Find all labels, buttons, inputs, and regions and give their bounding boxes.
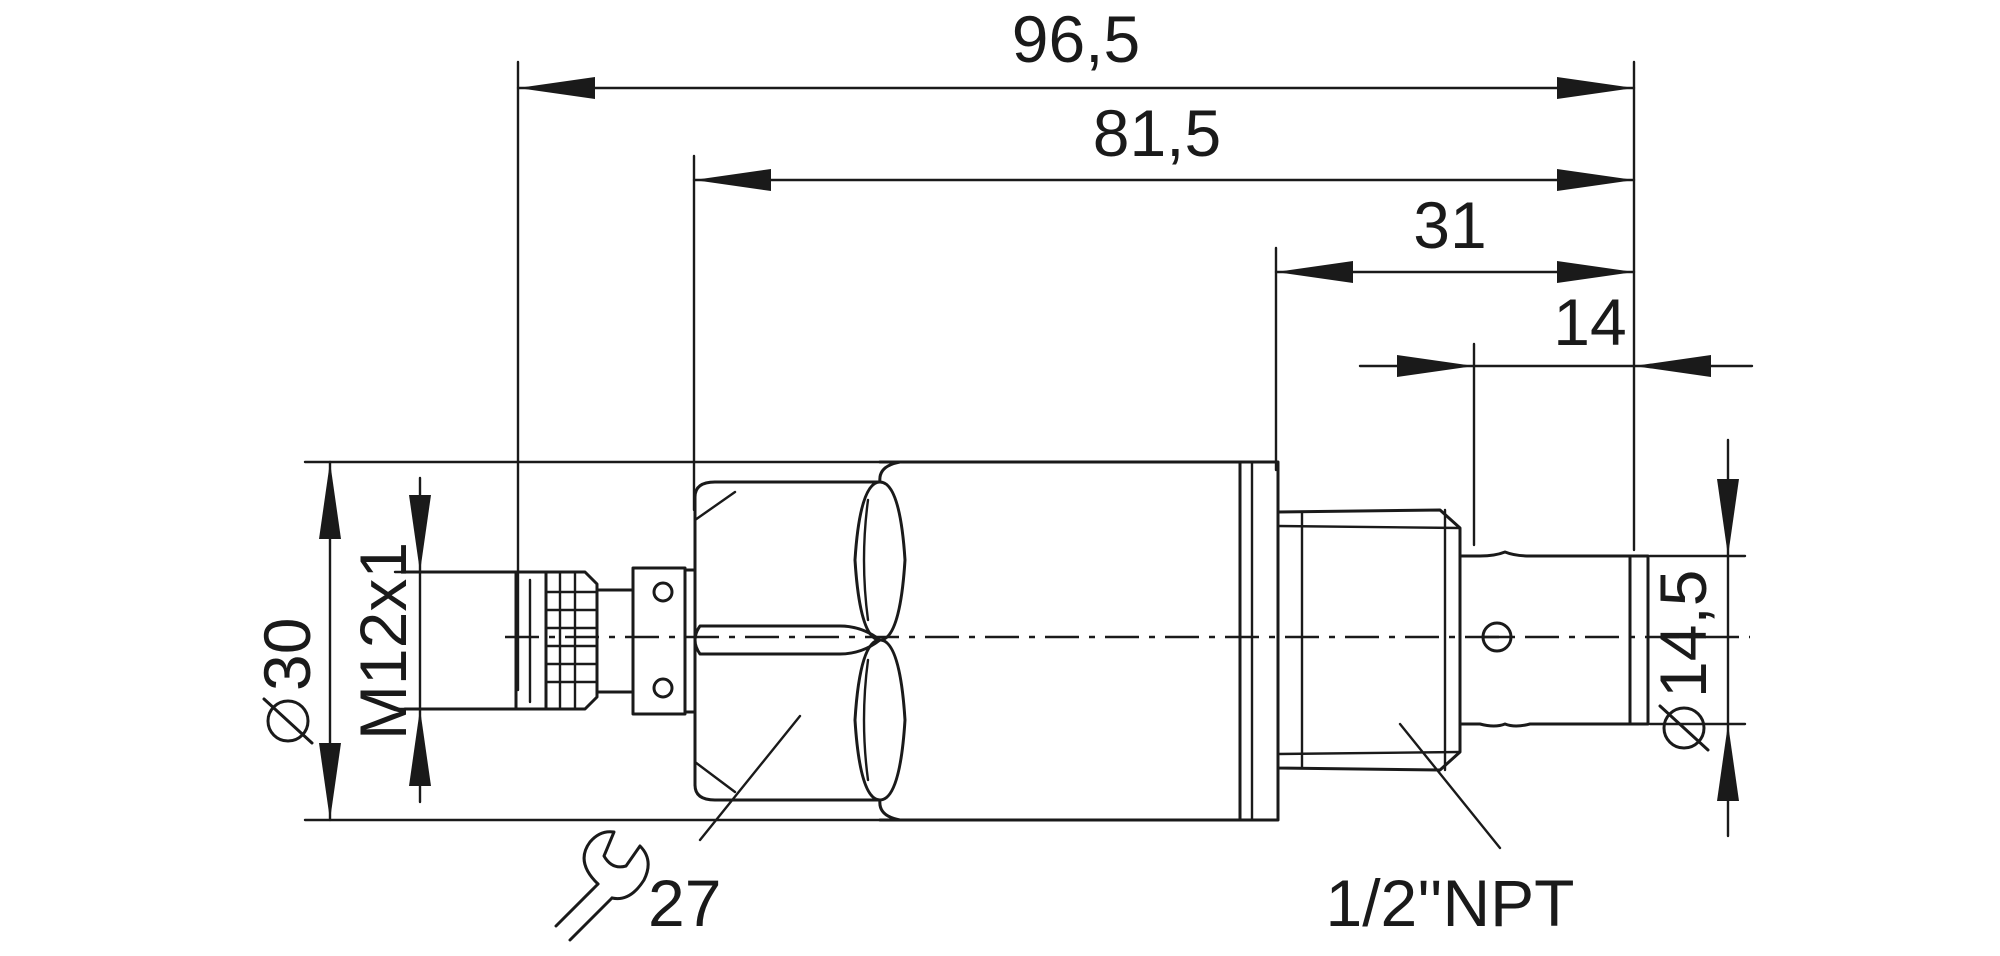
dim-body-diameter-label: 30 (250, 618, 324, 691)
m12-connector (403, 566, 697, 716)
wrench-callout: 27 (554, 714, 802, 942)
dim-body-diameter: 30 (250, 460, 341, 822)
wrench-icon (554, 830, 650, 942)
dim-port-diameter-label: 14,5 (1646, 570, 1720, 698)
dim-overall-length-label: 96,5 (1012, 2, 1140, 76)
dim-connector-thread: M12x1 (346, 476, 431, 804)
diameter-symbol (262, 697, 314, 745)
process-connection (1276, 508, 1650, 772)
thread-spec-label: 1/2''NPT (1326, 866, 1575, 940)
extension-lines (303, 60, 1747, 822)
dim-body-length: 81,5 (692, 96, 1636, 191)
dim-overall-length: 96,5 (516, 2, 1636, 99)
dim-thread-length-label: 14 (1553, 285, 1626, 359)
hex-nut (693, 460, 907, 822)
sensor-body (878, 460, 1280, 822)
dim-body-length-label: 81,5 (1093, 96, 1221, 170)
wrench-size-label: 27 (648, 866, 721, 940)
dim-port-diameter: 14,5 (1646, 438, 1739, 838)
thread-callout: 1/2''NPT (1326, 722, 1575, 940)
dim-process-connection-length-label: 31 (1413, 188, 1486, 262)
diameter-symbol-port (1658, 704, 1710, 752)
dim-process-connection-length: 31 (1274, 188, 1636, 283)
dim-thread-length: 14 (1358, 285, 1754, 377)
dim-connector-thread-label: M12x1 (346, 542, 420, 740)
